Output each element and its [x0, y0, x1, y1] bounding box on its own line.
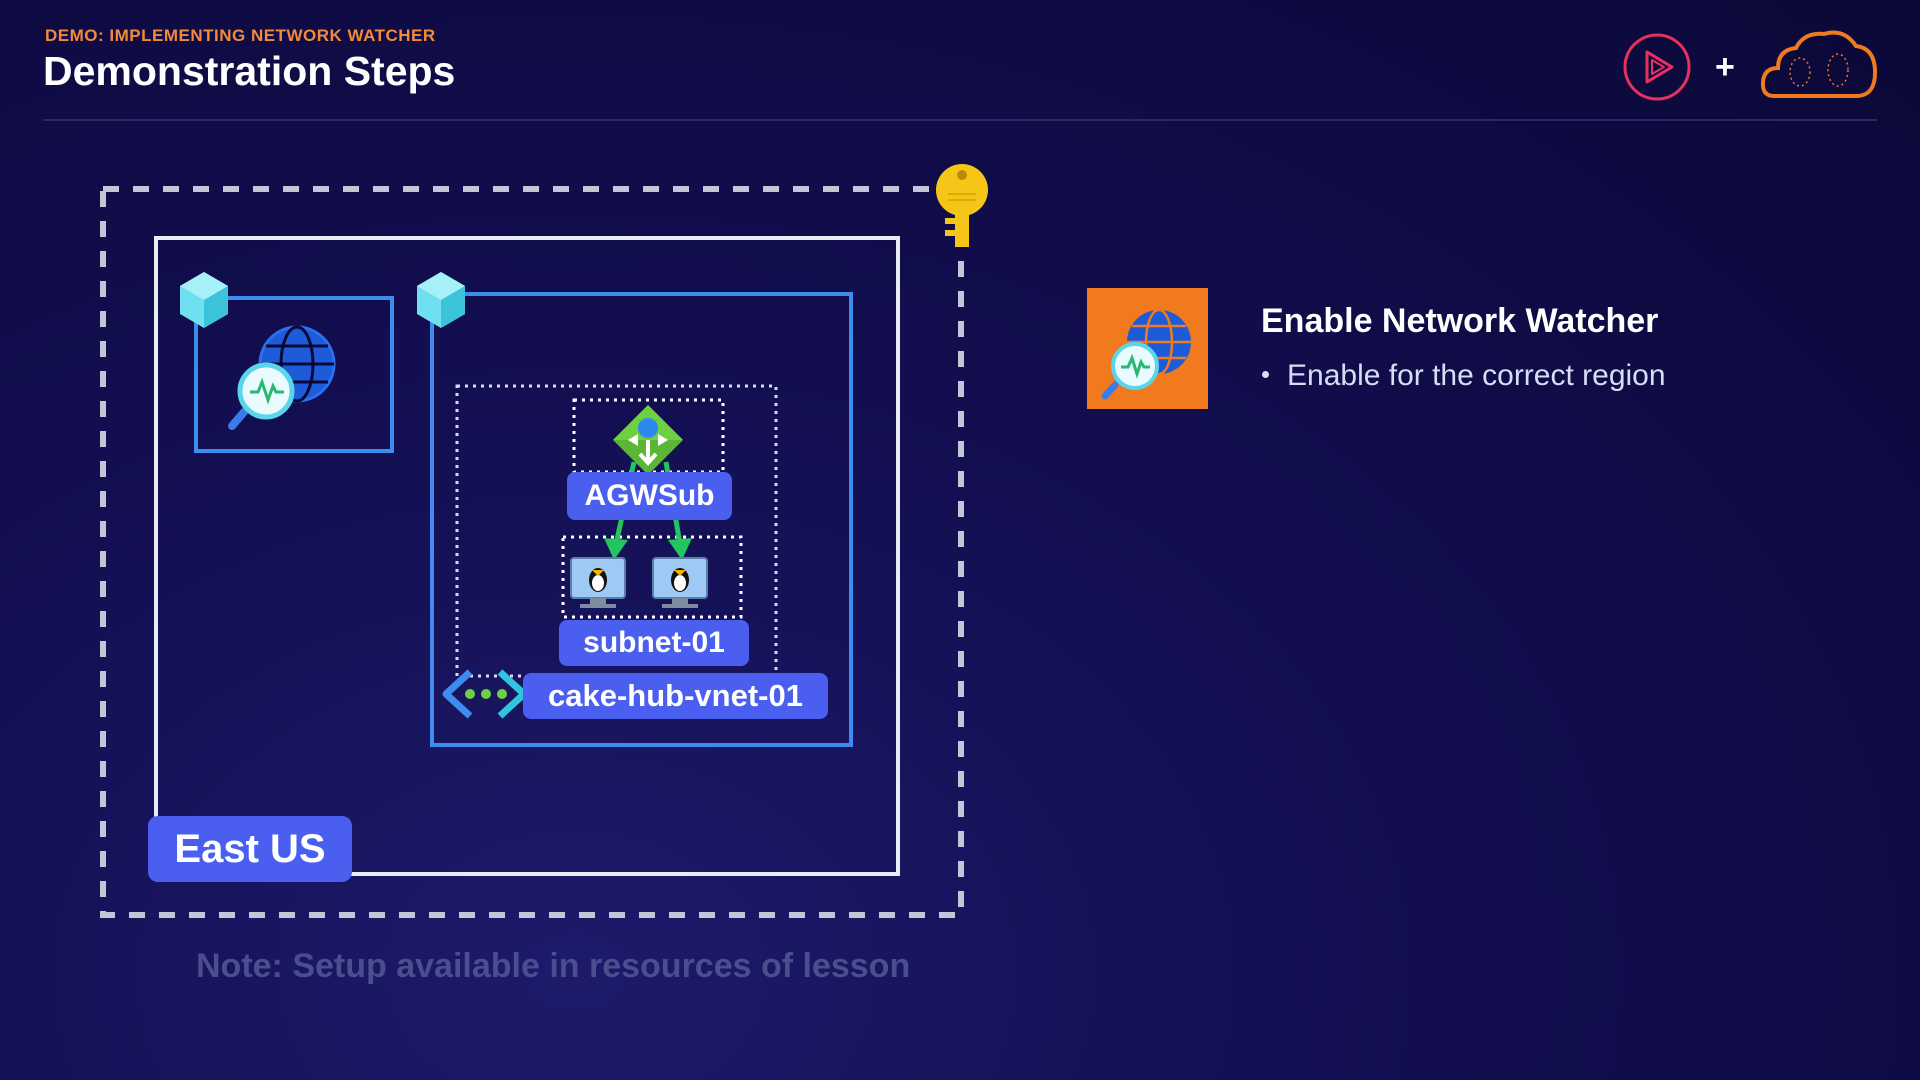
region-box	[154, 236, 900, 876]
info-bullet-text: Enable for the correct region	[1287, 359, 1666, 392]
key-icon	[936, 164, 988, 247]
linux-vm-icon	[570, 557, 626, 608]
setup-note: Note: Setup available in resources of le…	[196, 947, 911, 985]
bullet-dot	[1262, 370, 1269, 378]
subscription-boundary	[100, 186, 964, 918]
app-gateway-icon	[613, 405, 683, 475]
region-label: East US	[148, 816, 352, 882]
vnet-box	[430, 292, 853, 747]
linux-vm-icon	[652, 557, 708, 608]
network-watcher-icon	[228, 325, 336, 430]
network-watcher-tile	[1087, 288, 1208, 409]
info-title: Enable Network Watcher	[1261, 302, 1659, 340]
network-watcher-icon	[1101, 308, 1191, 400]
vnet-label: cake-hub-vnet-01	[523, 673, 828, 719]
cube-icon	[417, 272, 465, 328]
network-watcher-box	[194, 296, 394, 453]
plus-sign: +	[1715, 48, 1735, 86]
cloud-logo-icon	[1760, 30, 1878, 98]
vnet-peering-icon	[442, 669, 528, 719]
header-subtitle: DEMO: IMPLEMENTING NETWORK WATCHER	[45, 26, 436, 45]
pluralsight-logo-icon	[1623, 33, 1691, 101]
agw-subnet-dotted-box	[572, 398, 725, 474]
cube-icon	[180, 272, 228, 328]
header-divider	[43, 119, 1877, 121]
subnet-label: subnet-01	[559, 620, 749, 666]
agw-subnet-label: AGWSub	[567, 472, 732, 520]
vm-subnet-dotted-box	[561, 535, 743, 619]
info-bullet: Enable for the correct region	[1262, 359, 1666, 393]
page-title: Demonstration Steps	[43, 48, 456, 94]
